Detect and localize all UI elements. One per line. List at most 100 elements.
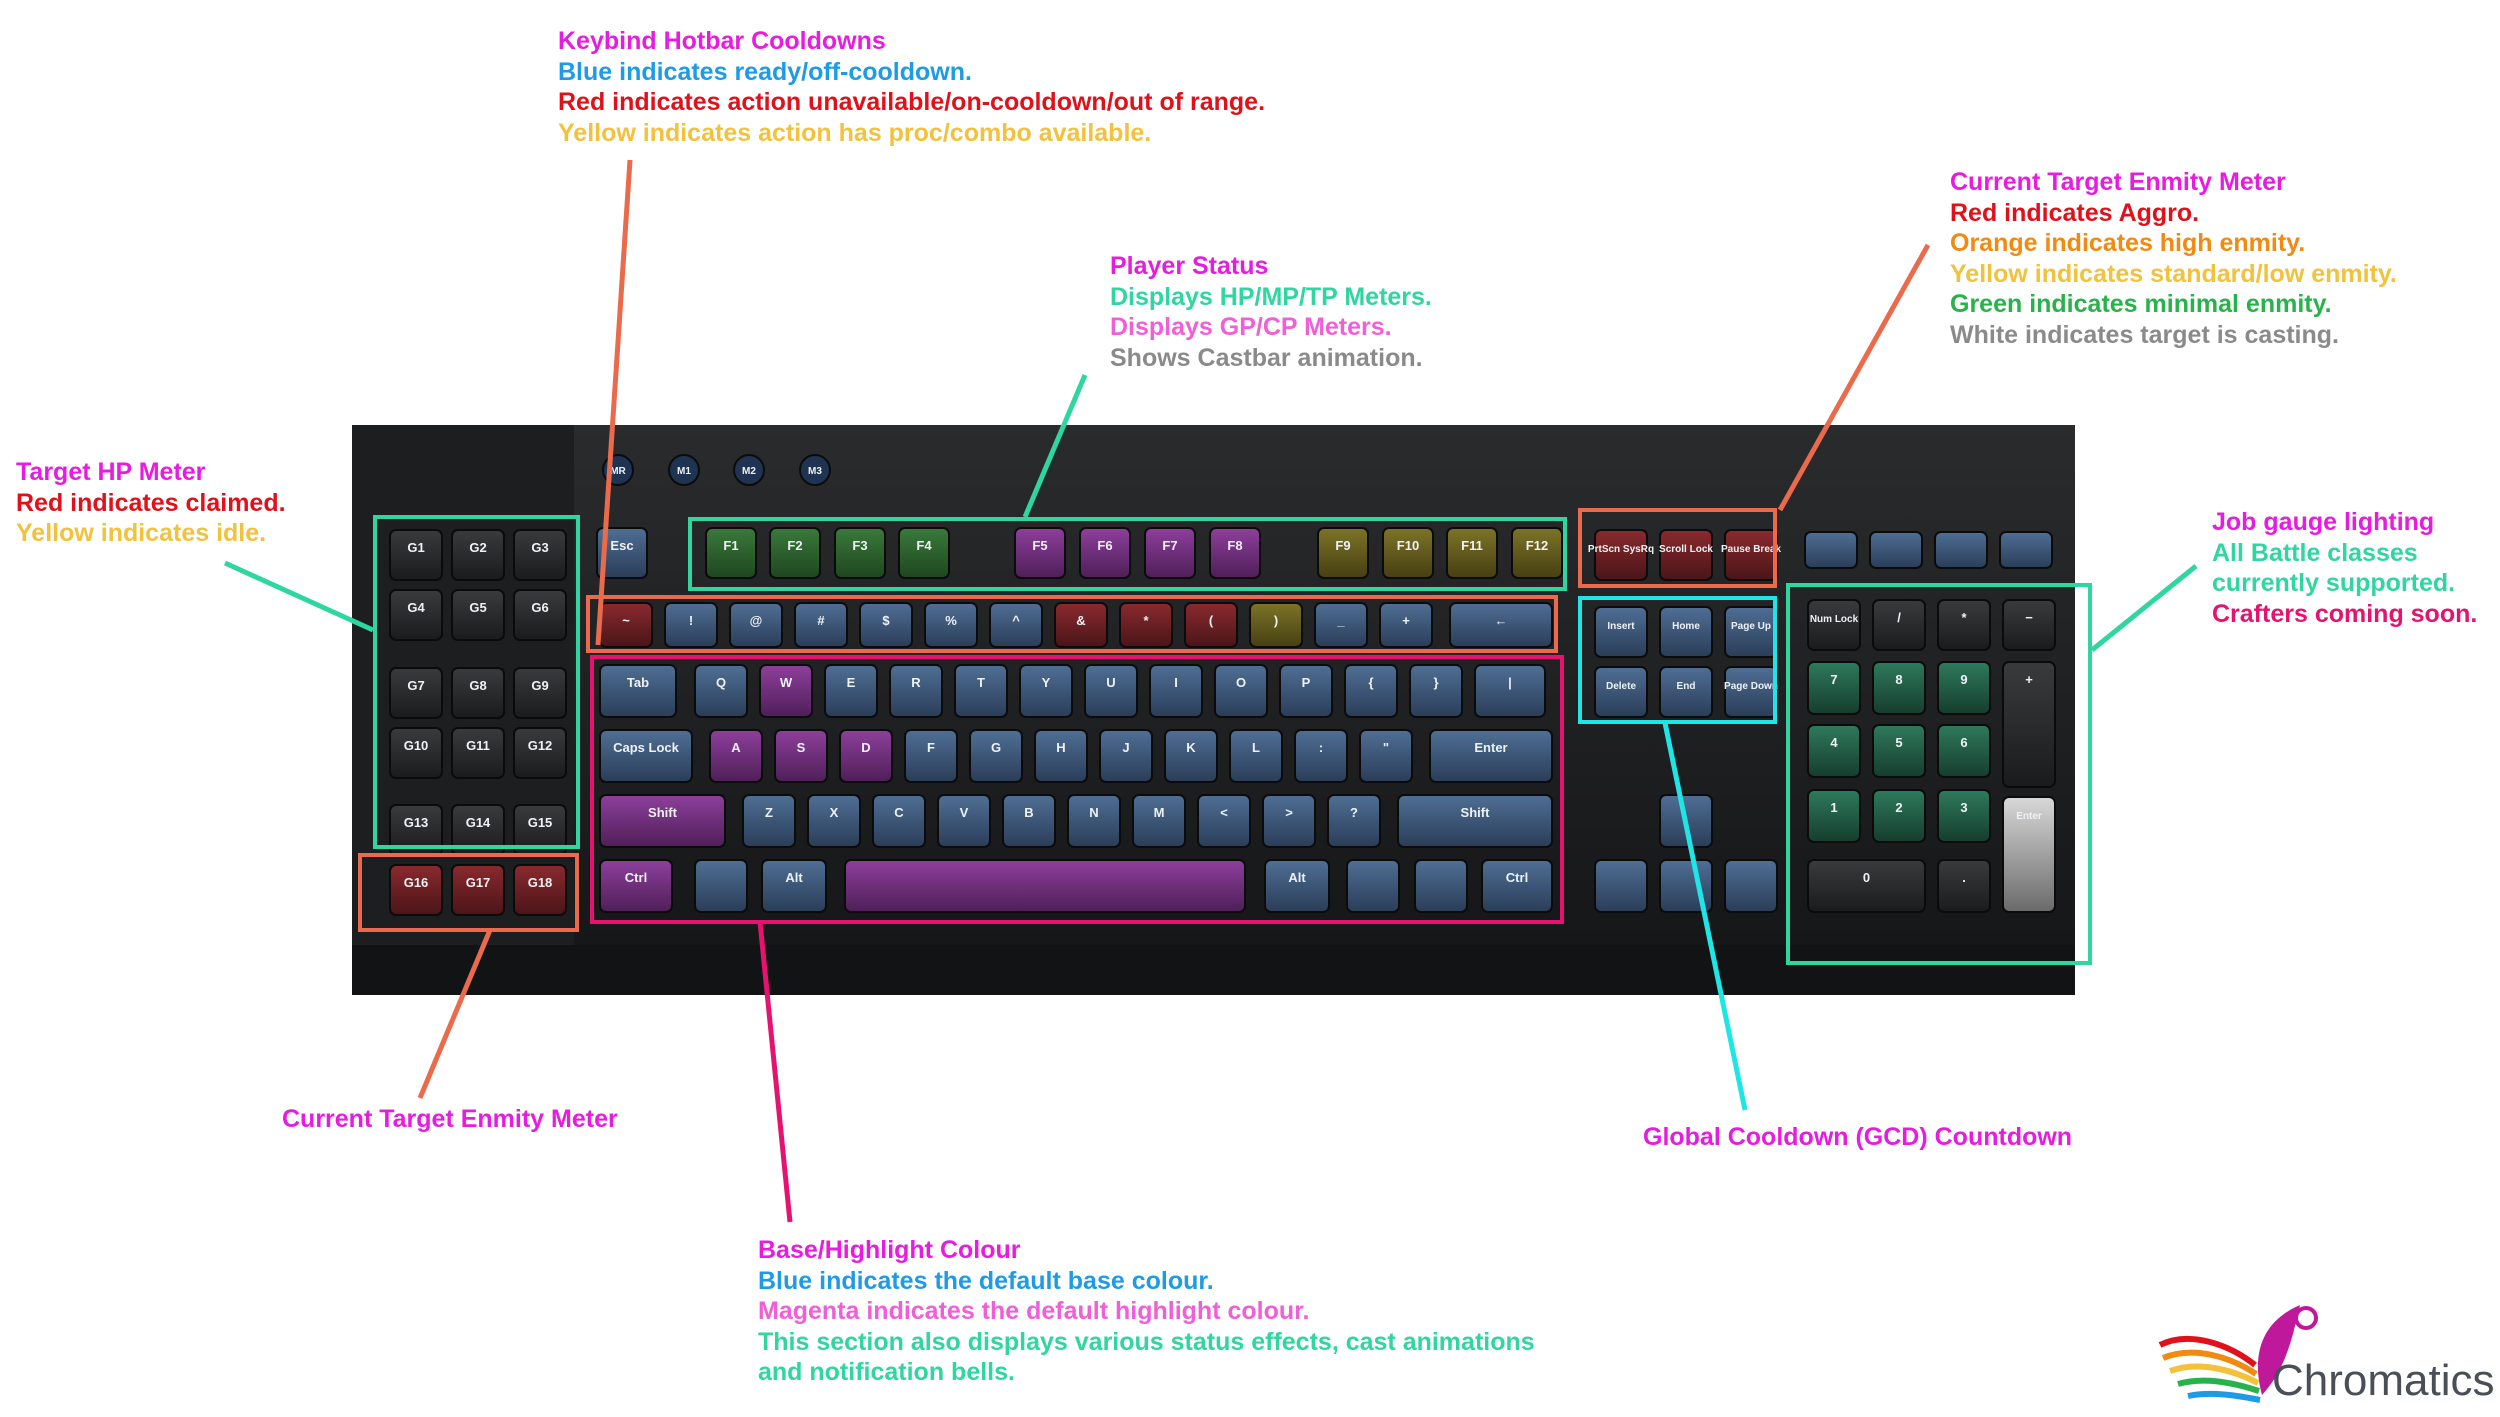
number-row-key-12-label: _ — [1336, 613, 1345, 628]
shift-row-key-5: B — [1002, 794, 1056, 848]
media-key-label-1: MR — [610, 466, 626, 477]
g-key-16: G16 — [389, 864, 443, 916]
qwerty-key-10-label: P — [1302, 675, 1311, 690]
function-keys-box — [688, 517, 1567, 591]
home-row-key-1: A — [709, 729, 763, 783]
player-status-annotation: Player Status Displays HP/MP/TP Meters. … — [1110, 251, 1432, 373]
keybind-leader — [595, 159, 633, 646]
shift-row-key-1-label: Z — [765, 805, 773, 820]
f-key-12-cap — [1511, 527, 1563, 579]
g-key-8-label: G8 — [469, 678, 486, 693]
nav-key-1-label: Insert — [1607, 621, 1635, 632]
qwerty-key-7: U — [1084, 664, 1138, 718]
g-key-12-cap — [513, 727, 567, 779]
g-key-10: G10 — [389, 727, 443, 779]
home-row-key-2-cap — [774, 729, 828, 783]
g-key-8-cap — [451, 667, 505, 719]
menu-key-cap — [1414, 859, 1468, 913]
system-key-3: Pause Break — [1721, 529, 1781, 581]
g-key-8: G8 — [451, 667, 505, 719]
backspace-key-cap — [1449, 602, 1553, 648]
home-row-key-2-label: S — [797, 740, 806, 755]
g-key-12-label: G12 — [528, 738, 553, 753]
shift-row-key-7: M — [1132, 794, 1186, 848]
g-key-4-cap — [389, 589, 443, 641]
number-row-key-6: % — [924, 602, 978, 648]
numpad-digit-2-label: 8 — [1895, 672, 1902, 687]
f-key-3-label: F3 — [852, 538, 867, 553]
qwerty-key-8-label: I — [1174, 675, 1178, 690]
right-shift-key: Shift — [1397, 794, 1553, 848]
number-row-key-13-label: + — [1402, 613, 1410, 628]
number-row-key-11-cap — [1249, 602, 1303, 648]
numpad-digit-3-label: 9 — [1960, 672, 1967, 687]
numpad-enter-label: Enter — [2016, 811, 2042, 822]
shift-row-key-5-cap — [1002, 794, 1056, 848]
system-key-2: Scroll Lock — [1659, 529, 1713, 581]
f-key-10-cap — [1382, 527, 1434, 579]
numpad-plus-label: + — [2025, 672, 2033, 687]
number-row-key-9: * — [1119, 602, 1173, 648]
numpad-digit-7-label: 1 — [1830, 800, 1837, 815]
menu-key — [1414, 859, 1468, 913]
enmity-line-orange: Orange indicates high enmity. — [1950, 229, 2306, 257]
number-row-key-2: ! — [664, 602, 718, 648]
number-row-key-8-cap — [1054, 602, 1108, 648]
f-key-11-cap — [1446, 527, 1498, 579]
media-key-3 — [733, 454, 765, 486]
job-gauge-annotation: Job gauge lighting All Battle classes cu… — [2212, 507, 2477, 629]
media-key-label-3: M2 — [742, 466, 756, 477]
enter-key: Enter — [1429, 729, 1553, 783]
home-row-key-4: F — [904, 729, 958, 783]
qwerty-key-9: O — [1214, 664, 1268, 718]
base-highlight-annotation: Base/Highlight Colour Blue indicates the… — [758, 1235, 1535, 1388]
numpad-star-cap — [1937, 599, 1991, 651]
g-key-17-cap — [451, 864, 505, 916]
qwerty-key-12-cap — [1409, 664, 1463, 718]
enmity-line-green: Green indicates minimal enmity. — [1950, 290, 2332, 318]
nav-key-5: End — [1659, 666, 1713, 718]
numpad-zero-cap — [1807, 859, 1926, 913]
numpad-minus-label: − — [2025, 610, 2033, 625]
enmity-right-annotation: Current Target Enmity Meter Red indicate… — [1950, 167, 2397, 350]
shift-row-key-9-label: > — [1285, 805, 1293, 820]
base-highlight-leader — [757, 921, 793, 1223]
chromatics-logo-icon — [2158, 1305, 2318, 1403]
keybind-line-red: Red indicates action unavailable/on-cool… — [558, 88, 1266, 116]
esc-key: Esc — [596, 527, 648, 579]
caps-lock-key: Caps Lock — [599, 729, 693, 783]
qwerty-key-12-label: } — [1433, 675, 1438, 690]
f-key-4: F4 — [898, 527, 950, 579]
system-key-1-cap — [1594, 529, 1648, 581]
shift-row-key-4-cap — [937, 794, 991, 848]
nav-key-2-label: Home — [1672, 621, 1700, 632]
g16-18-box — [358, 853, 579, 932]
g-key-2-cap — [451, 529, 505, 581]
home-row-key-7-label: J — [1122, 740, 1129, 755]
base-highlight-line-blue: Blue indicates the default base colour. — [758, 1266, 1214, 1295]
f-key-7-cap — [1144, 527, 1196, 579]
qwerty-key-8: I — [1149, 664, 1203, 718]
g-key-4-label: G4 — [407, 600, 425, 615]
home-row-key-10-label: : — [1319, 740, 1323, 755]
numpad-enter-cap — [2002, 796, 2056, 913]
right-alt-key-cap — [1264, 859, 1330, 913]
shift-row-key-7-label: M — [1154, 805, 1165, 820]
numpad-box — [1786, 583, 2092, 965]
target-hp-title: Target HP Meter — [16, 458, 206, 486]
numpad-digit-1: 7 — [1807, 661, 1861, 715]
f-key-11: F11 — [1446, 527, 1498, 579]
numpad-digit-5-cap — [1872, 724, 1926, 778]
home-row-key-3: D — [839, 729, 893, 783]
home-row-key-8-cap — [1164, 729, 1218, 783]
qwerty-key-6-label: Y — [1042, 675, 1051, 690]
f-key-6-cap — [1079, 527, 1131, 579]
g-key-5: G5 — [451, 589, 505, 641]
numpad-plus-cap — [2002, 661, 2056, 788]
home-row-key-4-label: F — [927, 740, 935, 755]
media-control-1 — [1804, 531, 1858, 569]
nav-keys-box — [1578, 596, 1777, 724]
shift-row-key-2-label: X — [830, 805, 839, 820]
shift-row-key-4: V — [937, 794, 991, 848]
gcd-leader — [1662, 722, 1748, 1111]
